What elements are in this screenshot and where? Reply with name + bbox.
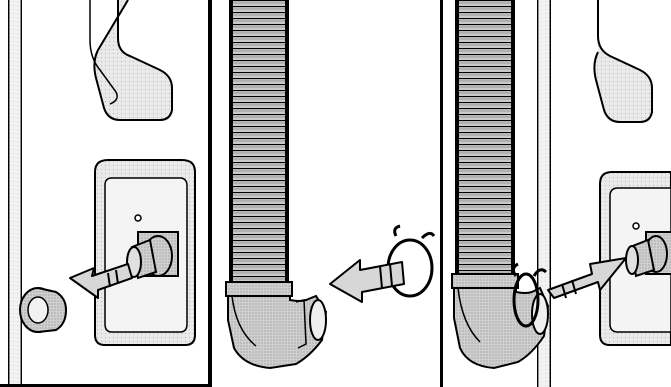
arrow-left-icon bbox=[329, 259, 405, 303]
panel-2 bbox=[212, 0, 440, 387]
drain-port-icon bbox=[94, 159, 196, 346]
arrow-left-icon bbox=[69, 263, 133, 299]
panel-3 bbox=[443, 0, 671, 387]
drain-port-icon bbox=[599, 171, 671, 346]
panel-divider bbox=[208, 0, 212, 387]
machine-side-icon bbox=[8, 0, 173, 387]
hose-elbow-icon bbox=[225, 281, 328, 370]
panel-divider bbox=[440, 0, 443, 387]
panel-1 bbox=[0, 0, 210, 387]
drain-hose-icon bbox=[455, 0, 515, 291]
drain-hose-icon bbox=[229, 0, 289, 301]
hose-elbow-icon bbox=[451, 273, 550, 370]
clamp-icon bbox=[511, 262, 548, 328]
arrow-right-icon bbox=[547, 257, 627, 299]
cap-icon bbox=[19, 287, 68, 333]
